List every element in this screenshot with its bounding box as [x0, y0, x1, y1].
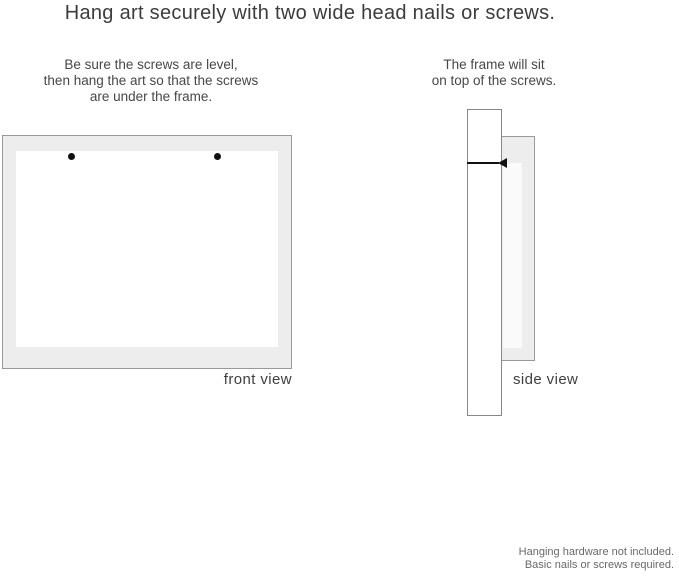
- front-view-instructions: Be sure the screws are level, then hang …: [29, 57, 273, 105]
- side-view-wall-strip: [467, 109, 502, 416]
- instruction-line: on top of the screws.: [431, 73, 557, 88]
- side-view-instructions: The frame will sit on top of the screws.: [394, 57, 594, 89]
- disclaimer-line: Hanging hardware not included.: [518, 546, 674, 558]
- side-nail-head-icon: [498, 158, 507, 168]
- side-nail-shaft-icon: [467, 162, 499, 164]
- instruction-line: then hang the art so that the screws: [43, 73, 259, 88]
- front-view-label: front view: [223, 371, 292, 388]
- disclaimer-line: Basic nails or screws required.: [524, 558, 674, 571]
- front-view-art-area: [16, 151, 278, 347]
- side-view-frame: [501, 136, 535, 361]
- front-view-frame: [2, 135, 292, 369]
- side-view-art-area: [503, 163, 522, 348]
- page-title: Hang art securely with two wide head nai…: [64, 2, 556, 24]
- instruction-line: Be sure the screws are level,: [64, 57, 238, 72]
- instruction-line: are under the frame.: [89, 89, 213, 104]
- nail-head-left-icon: [68, 153, 75, 160]
- instruction-line: The frame will sit: [443, 57, 545, 72]
- hardware-disclaimer: Hanging hardware not included. Basic nai…: [519, 546, 674, 571]
- nail-head-right-icon: [214, 153, 221, 160]
- side-view-label: side view: [513, 371, 579, 388]
